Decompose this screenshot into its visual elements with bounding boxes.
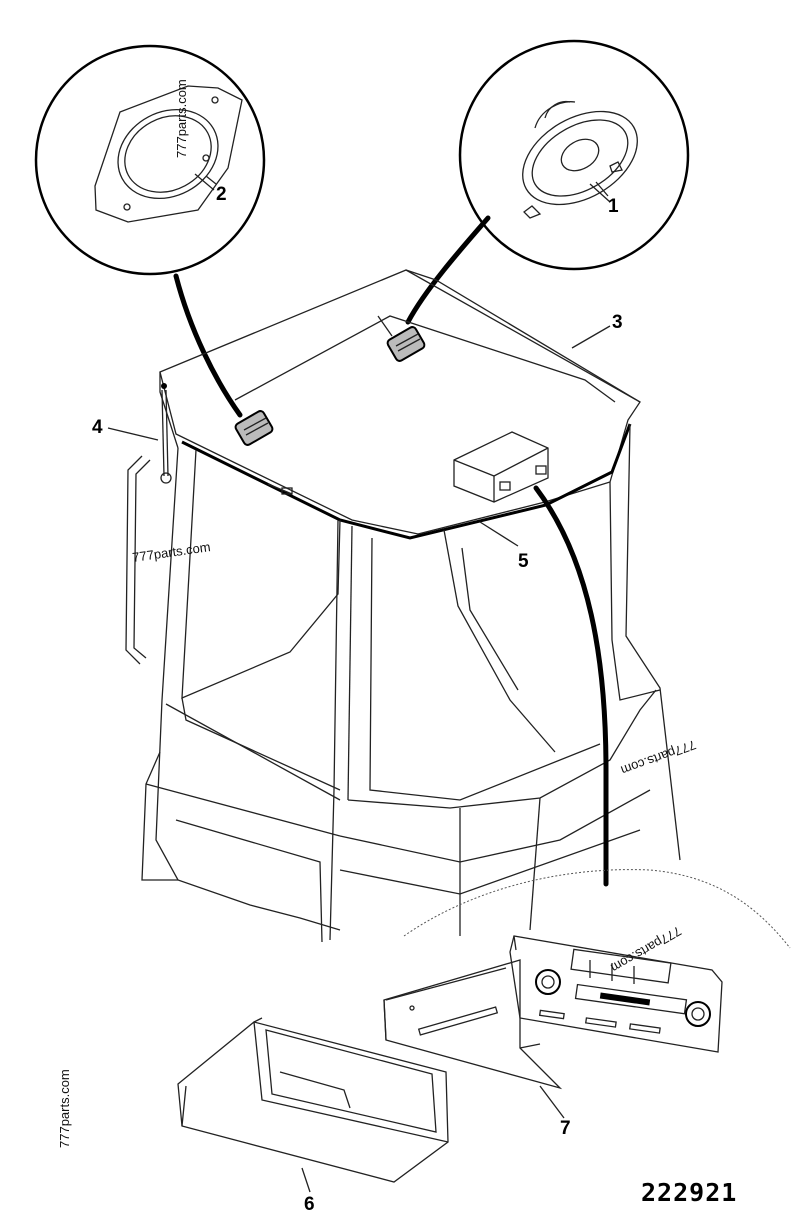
watermark-top-left: 777parts.com (174, 79, 189, 158)
watermark-cab-right: 777parts.com (619, 737, 698, 778)
roof-speaker-left (234, 410, 274, 446)
watermark-bottom-left: 777parts.com (57, 1069, 72, 1148)
detail-circle-bracket (34, 44, 266, 276)
reference-number: 222921 (641, 1178, 737, 1207)
callout-3: 3 (612, 312, 623, 333)
callout-5: 5 (518, 551, 529, 572)
radio-housing (383, 959, 563, 1090)
watermark-radio: 777parts.com (608, 923, 684, 975)
callout-6: 6 (304, 1194, 315, 1215)
antenna (160, 383, 172, 484)
detail-circle-speaker (458, 39, 690, 271)
callout-2: 2 (216, 184, 227, 205)
callout-4: 4 (92, 417, 103, 438)
cab-roof (159, 269, 641, 535)
radio-front-panel (509, 935, 723, 1053)
speaker-bracket-shape (94, 85, 243, 223)
callout-1: 1 (608, 196, 619, 217)
roof-speaker-right (386, 326, 426, 362)
mounting-sleeve (177, 1017, 449, 1183)
roof-junction-box (453, 431, 549, 503)
cab-structure (125, 269, 681, 943)
callout-7: 7 (560, 1118, 571, 1139)
